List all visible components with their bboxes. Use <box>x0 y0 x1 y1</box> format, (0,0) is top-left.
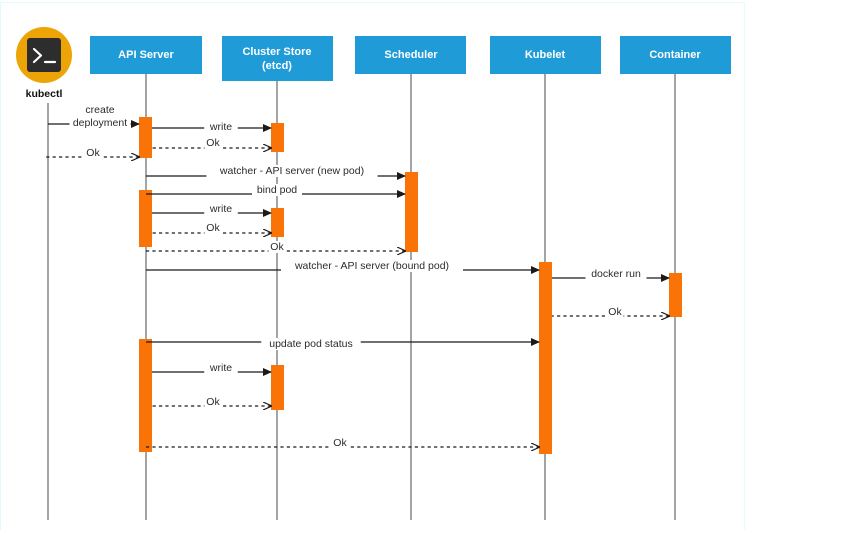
message-label-bg-m12 <box>606 306 624 318</box>
message-label-bg-m5 <box>206 165 378 177</box>
message-label-bg-m13 <box>261 338 361 350</box>
message-label-m8: Ok <box>206 222 220 234</box>
activation-bar-cluster-store <box>271 123 284 152</box>
message-label-bg-m11 <box>585 268 647 280</box>
message-label2-bg-m1 <box>69 117 131 129</box>
message-label-m9: Ok <box>270 241 284 253</box>
message-label-m10: watcher - API server (bound pod) <box>294 260 449 272</box>
activation-bar-api-server <box>139 190 152 247</box>
participant-box-api-server[interactable] <box>90 36 202 74</box>
activation-bar-scheduler <box>405 172 418 252</box>
terminal-icon <box>27 38 61 72</box>
message-label-m7: write <box>209 203 232 215</box>
message-label-m14: write <box>209 362 232 374</box>
message-label-m1: create <box>85 104 114 116</box>
message-label-m2: write <box>209 121 232 133</box>
participant-sublabel-cluster-store: (etcd) <box>262 60 292 72</box>
participant-box-container[interactable] <box>620 36 731 74</box>
activation-bar-cluster-store <box>271 365 284 410</box>
message-label-bg-m2 <box>204 121 238 133</box>
message-label-m5: watcher - API server (new pod) <box>219 165 364 177</box>
message-label-m15: Ok <box>206 396 220 408</box>
message-label-bg-m7 <box>204 203 238 215</box>
activation-bar-cluster-store <box>271 208 284 237</box>
message-label-m11: docker run <box>591 268 641 280</box>
message-label-bg-m9 <box>268 241 286 253</box>
message-label-m13: update pod status <box>269 338 352 350</box>
message-label-bg-m4 <box>84 147 102 159</box>
participants-group: API Server Cluster Store (etcd) Scheduler Ku… <box>90 36 731 81</box>
participant-label-api-server: API Server <box>118 49 174 61</box>
prompt-chevron-icon <box>32 47 43 64</box>
activation-bar-api-server <box>139 117 152 158</box>
participant-label-cluster-store: Cluster Store <box>242 46 311 58</box>
message-label-bg-m1 <box>80 104 120 116</box>
participant-label-scheduler: Scheduler <box>384 49 438 61</box>
message-label-bg-m8 <box>204 222 222 234</box>
message-label-m3: Ok <box>206 137 220 149</box>
message-label-m16: Ok <box>333 437 347 449</box>
message-label-bg-m10 <box>281 260 463 272</box>
participant-box-scheduler[interactable] <box>355 36 466 74</box>
message-label-m4: Ok <box>86 147 100 159</box>
message-label-bg-m15 <box>204 396 222 408</box>
message-label-m12: Ok <box>608 306 622 318</box>
message-label-bg-m16 <box>331 437 349 449</box>
activation-bar-api-server <box>139 339 152 452</box>
activation-bar-container <box>669 273 682 317</box>
message-label-bg-m14 <box>204 362 238 374</box>
message-label-m6: bind pod <box>257 184 297 196</box>
message-label-bg-m3 <box>204 137 222 149</box>
message-label-bg-m6 <box>252 184 302 196</box>
kubectl-actor-label: kubectl <box>26 88 63 100</box>
participant-label-container: Container <box>649 49 701 61</box>
activation-bars-group <box>139 117 682 454</box>
participant-box-cluster-store[interactable] <box>222 36 333 81</box>
activation-bar-kubelet <box>539 262 552 454</box>
participant-label-kubelet: Kubelet <box>525 49 566 61</box>
participant-box-kubelet[interactable] <box>490 36 601 74</box>
kubectl-actor-group[interactable]: kubectl <box>16 27 72 100</box>
message-label2-m1: deployment <box>73 117 127 129</box>
